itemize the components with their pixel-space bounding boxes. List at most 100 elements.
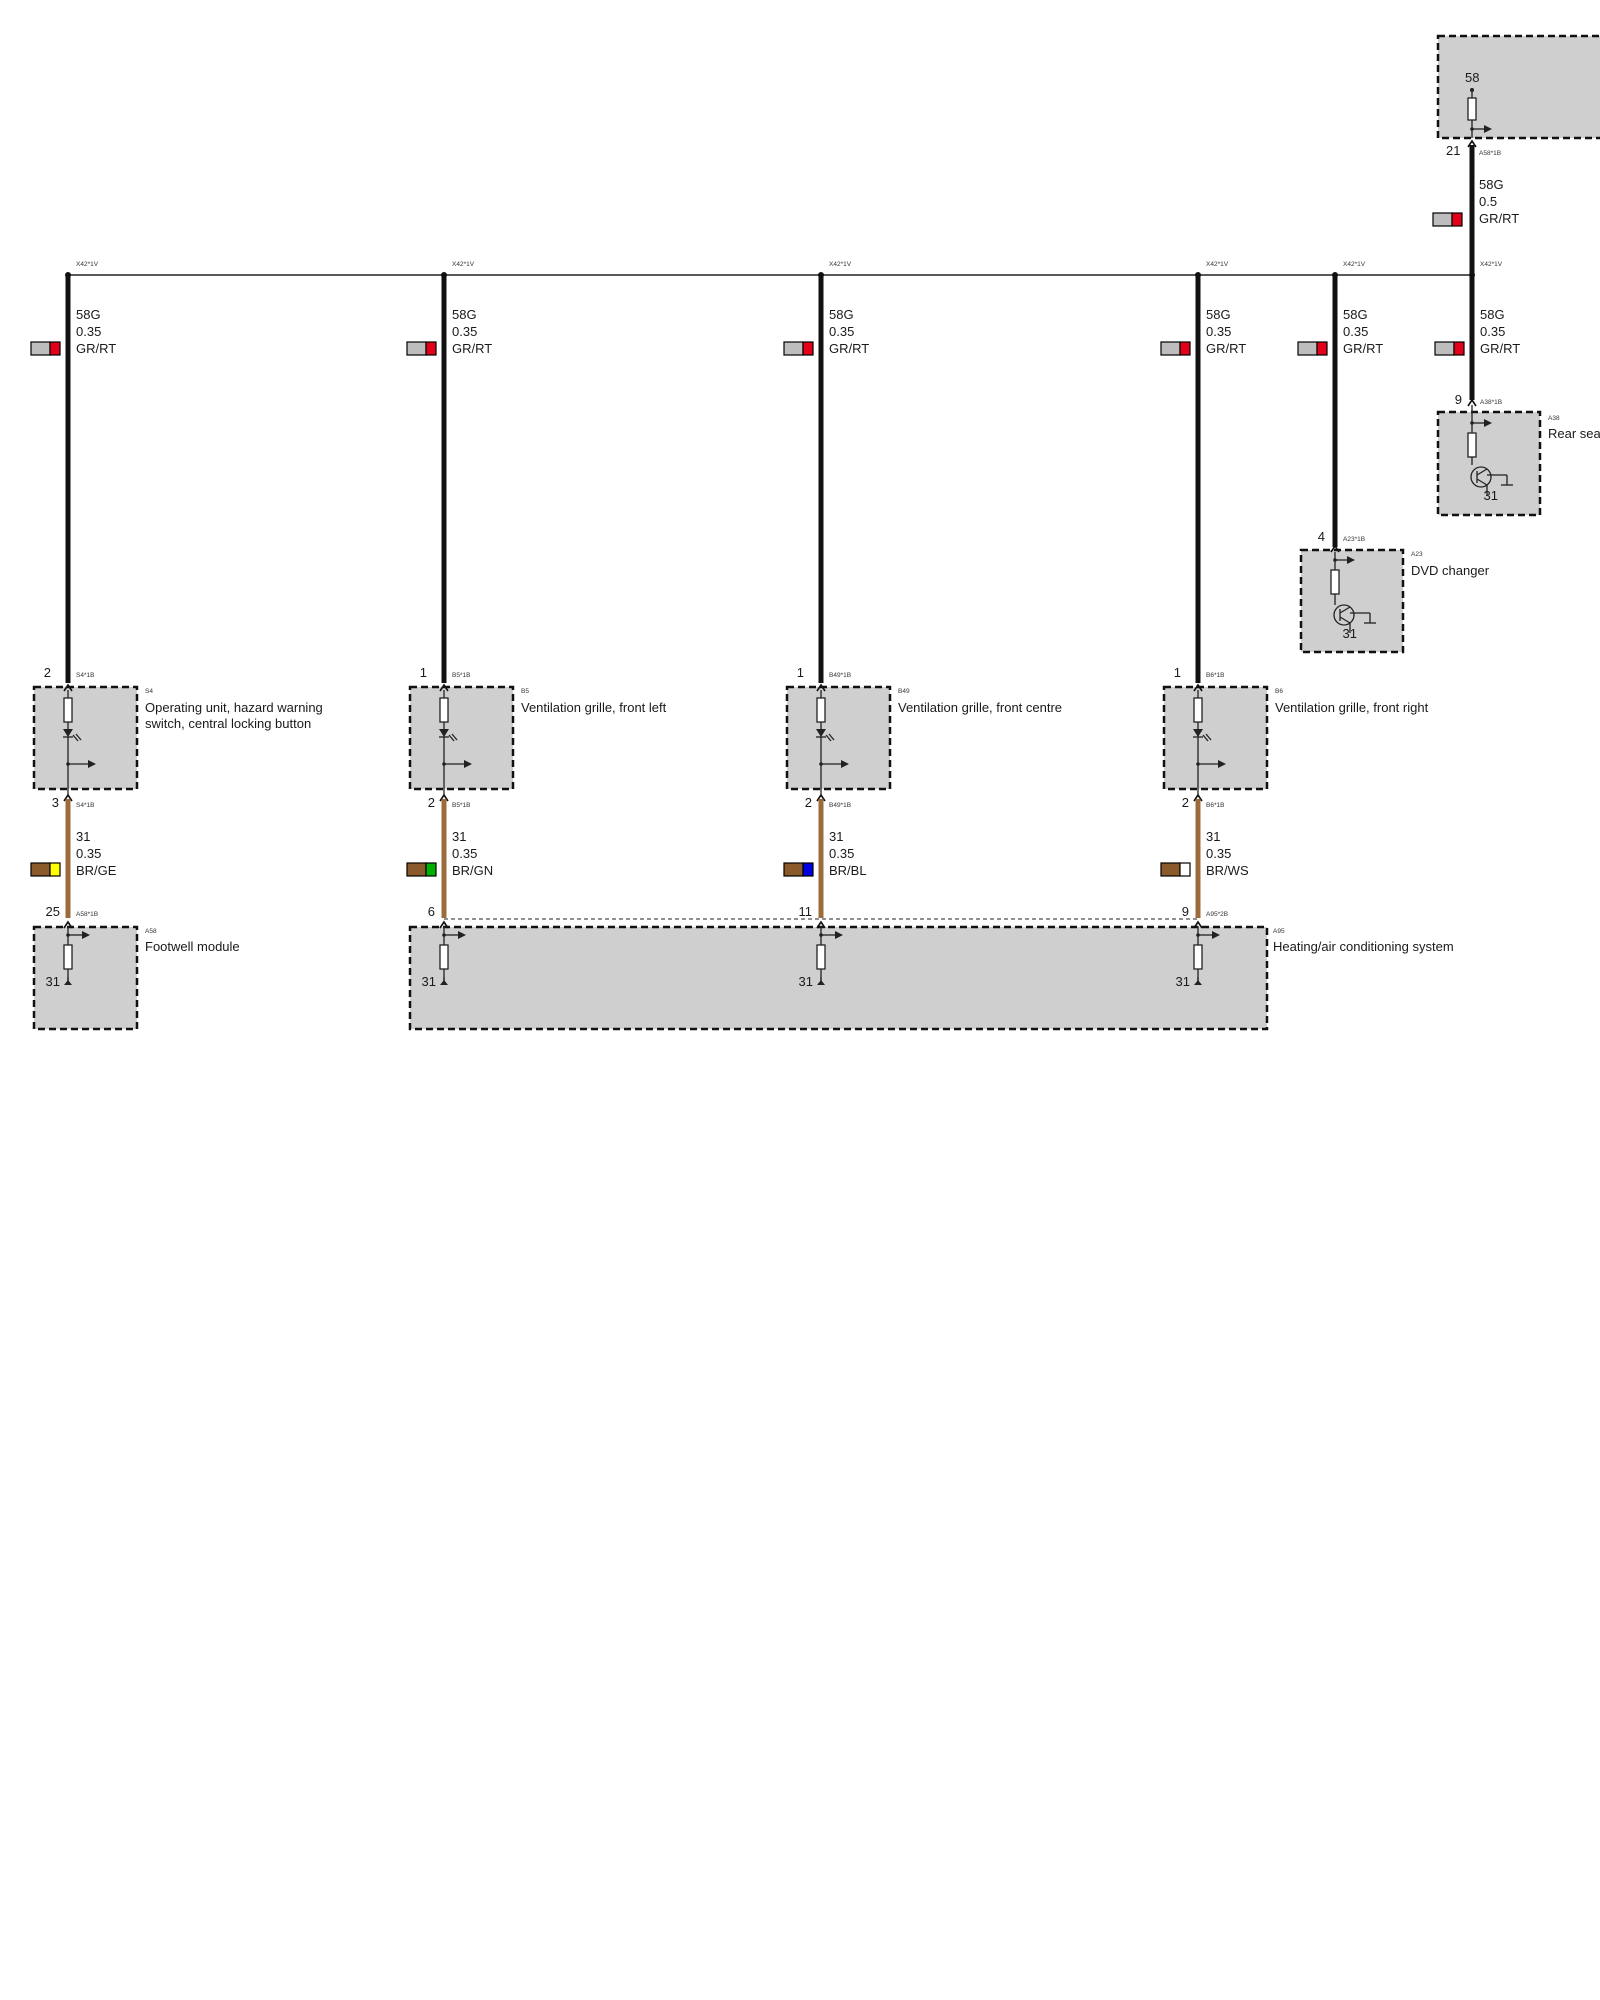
wire-signal: 58G — [1206, 307, 1231, 322]
wire-size: 0.35 — [1480, 324, 1505, 339]
resistor-icon — [439, 697, 449, 723]
pin-bottom-label: 3 — [52, 795, 59, 810]
wire-signal: 58G — [1479, 177, 1504, 192]
pin-top-label: 1 — [797, 665, 804, 680]
connector-label: A58*1B — [76, 911, 98, 918]
resistor-icon — [1467, 97, 1477, 121]
connector-bottom-label: B49*1B — [829, 802, 851, 809]
pin-bottom-label: 2 — [1182, 795, 1189, 810]
output-arrow-icon — [1470, 419, 1492, 427]
led-icon — [816, 729, 835, 742]
connector-caret-top — [1193, 683, 1203, 692]
component-code: A38 — [1548, 415, 1560, 422]
wire-color-code: GR/RT — [1206, 341, 1246, 356]
swatch-base — [1432, 212, 1453, 227]
wire-color-code: GR/RT — [76, 341, 116, 356]
pin-58-label: 58 — [1465, 70, 1479, 85]
wire-signal: 31 — [1206, 829, 1220, 844]
wire-color-code: BR/BL — [829, 863, 867, 878]
component-code: A58 — [145, 928, 157, 935]
swatch-stripe — [425, 862, 437, 877]
top-wire-labels: 58G 0.5GR/RT — [1479, 177, 1519, 226]
wire-color-swatch — [1160, 862, 1191, 877]
output-arrow-icon — [1470, 125, 1492, 133]
wire-size: 0.5 — [1479, 194, 1497, 209]
resistor-icon — [63, 944, 73, 970]
swatch-stripe — [425, 341, 437, 356]
wire-color-code: GR/RT — [1479, 211, 1519, 226]
wire-color-swatch — [406, 341, 437, 356]
led-icon — [439, 729, 458, 742]
wire-size: 0.35 — [76, 846, 101, 861]
resistor-icon — [1330, 569, 1340, 595]
wire-signal: 58G — [829, 307, 854, 322]
wire-color-code: GR/RT — [829, 341, 869, 356]
wire-color-code: GR/RT — [452, 341, 492, 356]
connector-label: A58*1B — [1479, 150, 1501, 157]
wire-size: 0.35 — [452, 324, 477, 339]
component-name: DVD changer — [1411, 563, 1490, 578]
ground-label: 31 — [46, 974, 60, 989]
wire-size: 0.35 — [829, 846, 854, 861]
component-code: S4 — [145, 688, 153, 695]
pin-label: 6 — [428, 904, 435, 919]
resistor-icon — [1467, 432, 1477, 458]
component-box — [32, 925, 139, 1031]
wire-size: 0.35 — [1206, 324, 1231, 339]
swatch-stripe — [49, 341, 61, 356]
pin-top-label: 1 — [420, 665, 427, 680]
wire-signal: 31 — [452, 829, 466, 844]
connector-caret-top — [439, 683, 449, 692]
swatch-base — [406, 862, 427, 877]
resistor-icon — [1193, 944, 1203, 970]
connector-bottom-label: B6*1B — [1206, 802, 1224, 809]
output-arrow-icon — [442, 760, 472, 768]
led-icon — [63, 729, 82, 742]
output-arrow-icon — [442, 931, 466, 939]
output-arrow-icon — [1196, 931, 1220, 939]
ground-icon — [817, 977, 825, 985]
component-code: A23 — [1411, 551, 1423, 558]
resistor-icon — [63, 697, 73, 723]
swatch-stripe — [1179, 862, 1191, 877]
component-code: A95 — [1273, 928, 1285, 935]
pin-21-label: 21 — [1446, 143, 1460, 158]
wire-signal: 31 — [76, 829, 90, 844]
component-name: Ventilation grille, front right — [1275, 700, 1429, 715]
component-name: Operating unit, hazard warning — [145, 700, 323, 715]
connector-bottom-label: B5*1B — [452, 802, 470, 809]
junction-dot — [1470, 88, 1474, 92]
top-module: 58 21 A58*1B 58G 0.5GR/RT — [1432, 34, 1600, 275]
connector-caret — [1467, 139, 1477, 148]
component-box — [785, 685, 892, 791]
transistor-icon — [1470, 466, 1513, 495]
bus-connector-label: X42*1V — [829, 261, 852, 268]
top-module-box — [1436, 34, 1600, 140]
swatch-stripe — [1179, 341, 1191, 356]
connector-label: A23*1B — [1343, 536, 1365, 543]
component-code: B6 — [1275, 688, 1283, 695]
ground-label: 31 — [1176, 974, 1190, 989]
pin-bottom-label: 2 — [428, 795, 435, 810]
resistor-icon — [816, 944, 826, 970]
wire-color-swatch — [783, 341, 814, 356]
wire-signal: 58G — [76, 307, 101, 322]
